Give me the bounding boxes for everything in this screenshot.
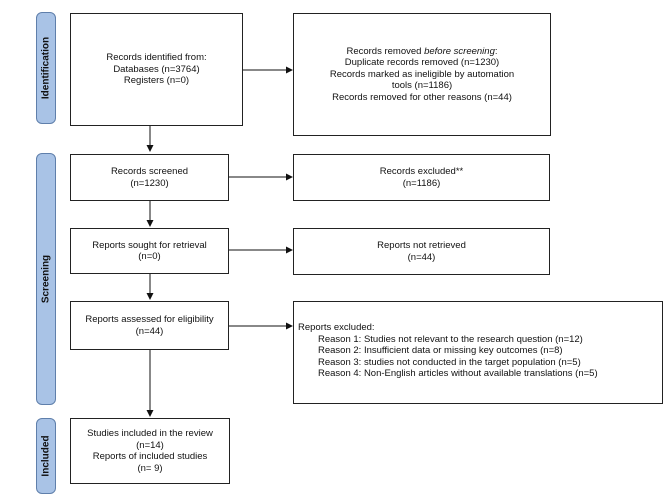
records-identified-box: Records identified from: Databases (n=37… [70, 13, 243, 126]
databases-count: Databases (n=3764) [113, 63, 200, 75]
registers-count: Registers (n=0) [123, 75, 190, 87]
reports-not-retrieved-box: Reports not retrieved (n=44) [293, 228, 550, 275]
automation-ineligible-count: tools (n=1186) [391, 80, 453, 92]
records-screened-label: Records screened [110, 166, 189, 177]
exclusion-reason-2: Reason 2: Insufficient data or missing k… [318, 345, 563, 356]
records-excluded-label: Records excluded** [379, 166, 464, 177]
reports-sought-box: Reports sought for retrieval (n=0) [70, 228, 229, 274]
reports-included-count: (n= 9) [137, 462, 163, 474]
duplicates-removed: Duplicate records removed (n=1230) [344, 57, 500, 69]
records-excluded-count: (n=1186) [402, 177, 441, 189]
other-reasons-removed: Records removed for other reasons (n=44) [332, 91, 512, 103]
exclusion-reason-1: Reason 1: Studies not relevant to the re… [318, 333, 583, 345]
reports-assessed-count: (n=44) [135, 325, 164, 337]
records-screened-count: (n=1230) [130, 177, 169, 189]
records-identified-heading: Records identified from: [106, 52, 207, 64]
records-removed-box: Records removed before screening: Duplic… [293, 13, 551, 136]
automation-ineligible: Records marked as ineligible by automati… [329, 68, 515, 80]
exclusion-reason-4: Reason 4: Non-English articles without a… [318, 368, 598, 379]
reports-assessed-box: Reports assessed for eligibility (n=44) [70, 301, 229, 350]
reports-excluded-heading: Reports excluded: [298, 322, 375, 333]
records-excluded-box: Records excluded** (n=1186) [293, 154, 550, 201]
studies-included-count: (n=14) [136, 439, 164, 451]
reports-assessed-label: Reports assessed for eligibility [85, 314, 214, 325]
studies-included-label: Studies included in the review [87, 428, 213, 439]
phase-identification: Identification [36, 12, 56, 124]
phase-included: Included [36, 418, 56, 494]
exclusion-reason-3: Reason 3: studies not conducted in the t… [318, 356, 581, 368]
studies-included-box: Studies included in the review (n=14) Re… [70, 418, 230, 484]
reports-excluded-box: Reports excluded: Reason 1: Studies not … [293, 301, 663, 404]
reports-sought-label: Reports sought for retrieval [92, 239, 207, 251]
records-screened-box: Records screened (n=1230) [70, 154, 229, 201]
phase-screening: Screening [36, 153, 56, 405]
reports-not-retrieved-label: Reports not retrieved [377, 240, 466, 251]
reports-not-retrieved-count: (n=44) [407, 251, 436, 263]
reports-sought-count: (n=0) [138, 251, 161, 262]
reports-included-label: Reports of included studies [92, 451, 208, 462]
records-removed-heading: Records removed before screening: [346, 45, 498, 57]
